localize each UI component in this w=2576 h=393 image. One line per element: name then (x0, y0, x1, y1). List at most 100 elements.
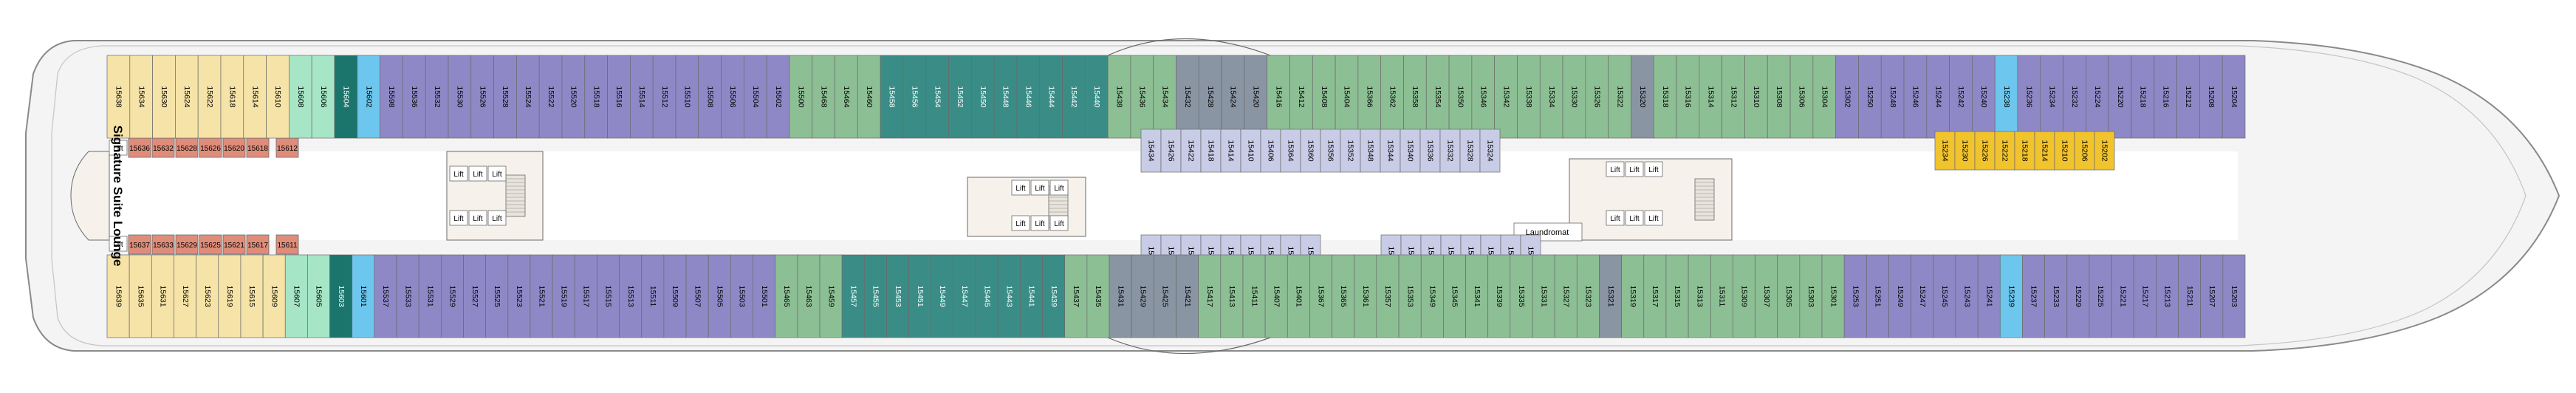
core-fwd-lift-3-label: Lift (1610, 166, 1620, 174)
stateroom-label: 15251 (1874, 285, 1883, 307)
stateroom-15525 (485, 254, 509, 338)
core-aft-lift-3 (449, 210, 468, 226)
stateroom-label: 15440 (1092, 86, 1101, 107)
stateroom-label: 15238 (2002, 86, 2011, 107)
stateroom-15226 (1974, 131, 1996, 171)
aft-suite-top-label: 15632 (153, 145, 174, 153)
aft-suite-bottom-label: 15611 (277, 242, 298, 250)
stateroom-15217 (2133, 254, 2157, 338)
stateroom-15230 (1954, 131, 1976, 171)
stateroom-label: 15311 (1718, 286, 1727, 307)
stateroom-label: 15456 (911, 86, 919, 107)
stateroom-label: 15459 (826, 285, 835, 307)
stateroom-15318 (1653, 55, 1677, 139)
stateroom-15514 (630, 55, 654, 139)
core-mid-lift-4 (1030, 215, 1049, 231)
stateroom-label: 15253 (1851, 285, 1860, 307)
stateroom-label: 15521 (537, 285, 546, 307)
stateroom-15622 (197, 55, 222, 139)
stateroom-label: 15308 (1775, 86, 1784, 107)
stateroom-15242 (1949, 55, 1973, 139)
stateroom-15326 (1585, 55, 1609, 139)
stateroom-label: 15606 (319, 86, 328, 107)
stateroom-label: 15233 (2052, 285, 2061, 307)
stateroom-15609 (262, 254, 286, 338)
core-fwd-lift-0 (1606, 210, 1625, 226)
stateroom-label: 15450 (979, 86, 987, 107)
stateroom-15638 (106, 55, 131, 139)
stateroom-label: 15302 (1843, 86, 1852, 107)
stateroom-15426 (1160, 129, 1182, 173)
stateroom-15328 (1459, 129, 1481, 173)
stateroom-15207 (2200, 254, 2224, 338)
stateroom-label: 15420 (1252, 86, 1261, 107)
stateroom-15330 (1562, 55, 1586, 139)
stateroom-label: 15504 (751, 86, 760, 107)
stateroom-15303 (1799, 254, 1823, 338)
aft-suite-top-box (151, 137, 175, 158)
aft-suite-bottom-box (246, 234, 270, 255)
aft-suite-top-label: 15618 (247, 145, 268, 153)
stateroom-label: 15609 (270, 285, 278, 307)
stateroom-15511 (641, 254, 665, 338)
stateroom-15365 (1332, 254, 1355, 338)
stateroom-label: 15618 (228, 86, 237, 107)
stateroom-label: 15458 (888, 86, 897, 107)
stateroom-15408 (1312, 55, 1336, 139)
stateroom-15366 (1357, 55, 1382, 139)
stateroom-label: 15364 (1287, 140, 1295, 161)
stateroom-label: 15460 (865, 86, 874, 107)
stateroom-15301 (1821, 254, 1845, 338)
stateroom-label: 15515 (604, 285, 613, 307)
stateroom-15618 (220, 55, 244, 139)
stateroom-15322 (1608, 55, 1631, 139)
core-aft-core (446, 151, 544, 241)
stateroom-label: 15245 (1940, 285, 1949, 307)
stateroom-15253 (1843, 254, 1867, 338)
stateroom-label: 15326 (1592, 86, 1601, 107)
stateroom-15533 (396, 254, 419, 338)
stateroom-label: 15408 (1320, 86, 1329, 107)
stateroom-label: 15225 (2096, 285, 2105, 307)
stateroom-label: 15204 (2230, 86, 2238, 107)
stateroom-15308 (1767, 55, 1791, 139)
stateroom-label: 15239 (2007, 285, 2016, 307)
stateroom-label: 15340 (1406, 140, 1415, 161)
stateroom-label: 15247 (1918, 285, 1927, 307)
stateroom-label: 15350 (1456, 86, 1465, 107)
stateroom-label: 15500 (797, 86, 806, 107)
stateroom-label: 15244 (1933, 86, 1942, 107)
stateroom-15323 (1576, 254, 1600, 338)
stateroom-label: 15448 (1001, 86, 1010, 107)
stateroom-label: 15630 (160, 86, 168, 107)
stateroom-label: 15502 (774, 86, 783, 107)
stateroom-15307 (1755, 254, 1778, 338)
stateroom-15213 (2156, 254, 2179, 338)
stateroom-15524 (516, 55, 540, 139)
stateroom-label: 15639 (114, 285, 123, 307)
stateroom-label: 15623 (203, 285, 212, 307)
aft-suite-bottom-label: 15633 (153, 242, 174, 250)
stateroom-15314 (1699, 55, 1722, 139)
core-aft-lift-4-label: Lift (473, 215, 483, 223)
stateroom-15522 (538, 55, 563, 139)
stateroom-15212 (2176, 55, 2200, 139)
stateroom-15305 (1777, 254, 1801, 338)
stateroom-15500 (789, 55, 813, 139)
stateroom-label: 15336 (1426, 140, 1435, 161)
stateroom-label: 15342 (1501, 86, 1510, 107)
stateroom-label: 15517 (582, 285, 591, 307)
stateroom-15452 (948, 55, 972, 139)
stateroom-label: 15348 (1366, 140, 1375, 161)
stateroom-label: 15455 (871, 285, 880, 307)
stateroom-label: 15446 (1024, 86, 1033, 107)
stateroom-label: 15330 (1570, 86, 1579, 107)
stateroom-label: 15210 (2061, 140, 2069, 161)
stateroom-15455 (863, 254, 887, 338)
stateroom-15456 (902, 55, 927, 139)
stateroom-15418 (1200, 129, 1222, 173)
stateroom-label: 15317 (1651, 285, 1659, 307)
stateroom-15216 (2154, 55, 2177, 139)
